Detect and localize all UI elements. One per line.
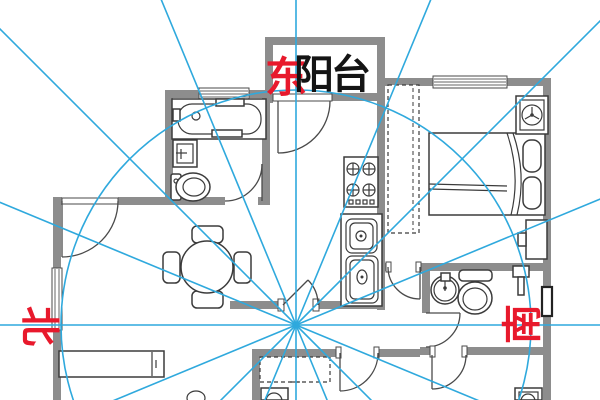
label-south: 南 [501,304,545,344]
fixtures [58,84,549,400]
nightstand [517,219,548,260]
window-bedroom-top [432,75,508,89]
compass-ray [295,324,328,400]
round-table [180,240,234,294]
compass-ray [219,324,297,400]
compass-ray [112,324,297,400]
label-balcony: 阳台 [294,53,371,97]
stove-knobs [348,199,375,205]
doors [61,93,468,392]
compass-circle [60,89,532,400]
pillow [522,139,542,173]
wardrobe-dashed [387,84,420,234]
gas-stove [343,156,379,208]
shower-fixture [512,265,530,296]
door-bedroom [385,261,422,300]
door-entry [61,197,119,258]
window-bathroom-top [198,87,250,100]
round-washbasin [430,272,460,305]
toilet-2 [457,269,493,315]
dashed-bed [259,356,331,383]
compass-ray [0,201,297,326]
door-bottom-center-room [335,346,380,392]
label-north: 北 [17,306,61,346]
door-balcony [272,93,333,154]
small-stool [186,390,206,400]
toilet-1 [170,172,211,202]
pillow [522,176,542,210]
compass-ray [295,324,480,400]
label-east: 东 [265,54,308,101]
air-conditioner [515,95,549,135]
wall-vent-right [540,285,554,318]
chair [162,251,181,284]
compass-ray [295,324,373,400]
compass-ray [264,324,297,400]
door-bathroom-1 [224,163,263,202]
washing-machine-1 [260,387,289,400]
bench [58,350,165,378]
door-bathroom-2 [425,312,461,348]
door-bottom-right-room [429,345,468,390]
bathtub [171,98,267,140]
washbasin [172,139,198,168]
